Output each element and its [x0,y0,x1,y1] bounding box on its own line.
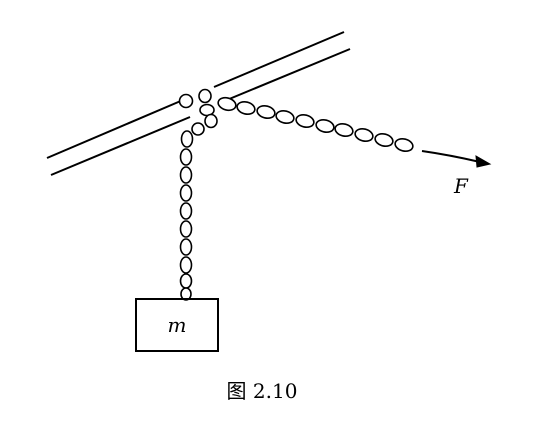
chain-link [198,88,212,104]
chain-link [179,238,193,256]
chain-link [179,148,193,166]
chain-link [179,220,193,238]
chain-link [178,93,194,109]
chain-link [334,122,354,138]
chain-link [217,96,237,112]
chain-link [179,256,193,274]
force-arrow [421,150,492,168]
chain-link [236,100,256,116]
chain-link [179,166,193,184]
chain-link [179,184,193,202]
mass-block [135,298,219,352]
chain-link [374,132,394,148]
chain-link [275,109,295,125]
force-label: F [453,174,469,198]
chain-link [354,127,374,143]
chain-link [180,130,194,148]
rod [46,31,351,176]
chain-link [315,118,335,134]
chain-link [179,273,193,289]
chain-link [394,137,414,153]
chain [178,88,414,301]
mass-label: m [168,313,187,337]
chain-link [179,202,193,220]
chain-link [191,122,205,136]
chain-link [256,104,276,120]
chain-link [295,113,315,129]
chain-link [204,113,218,129]
figure-caption: 图 2.10 [227,379,298,403]
